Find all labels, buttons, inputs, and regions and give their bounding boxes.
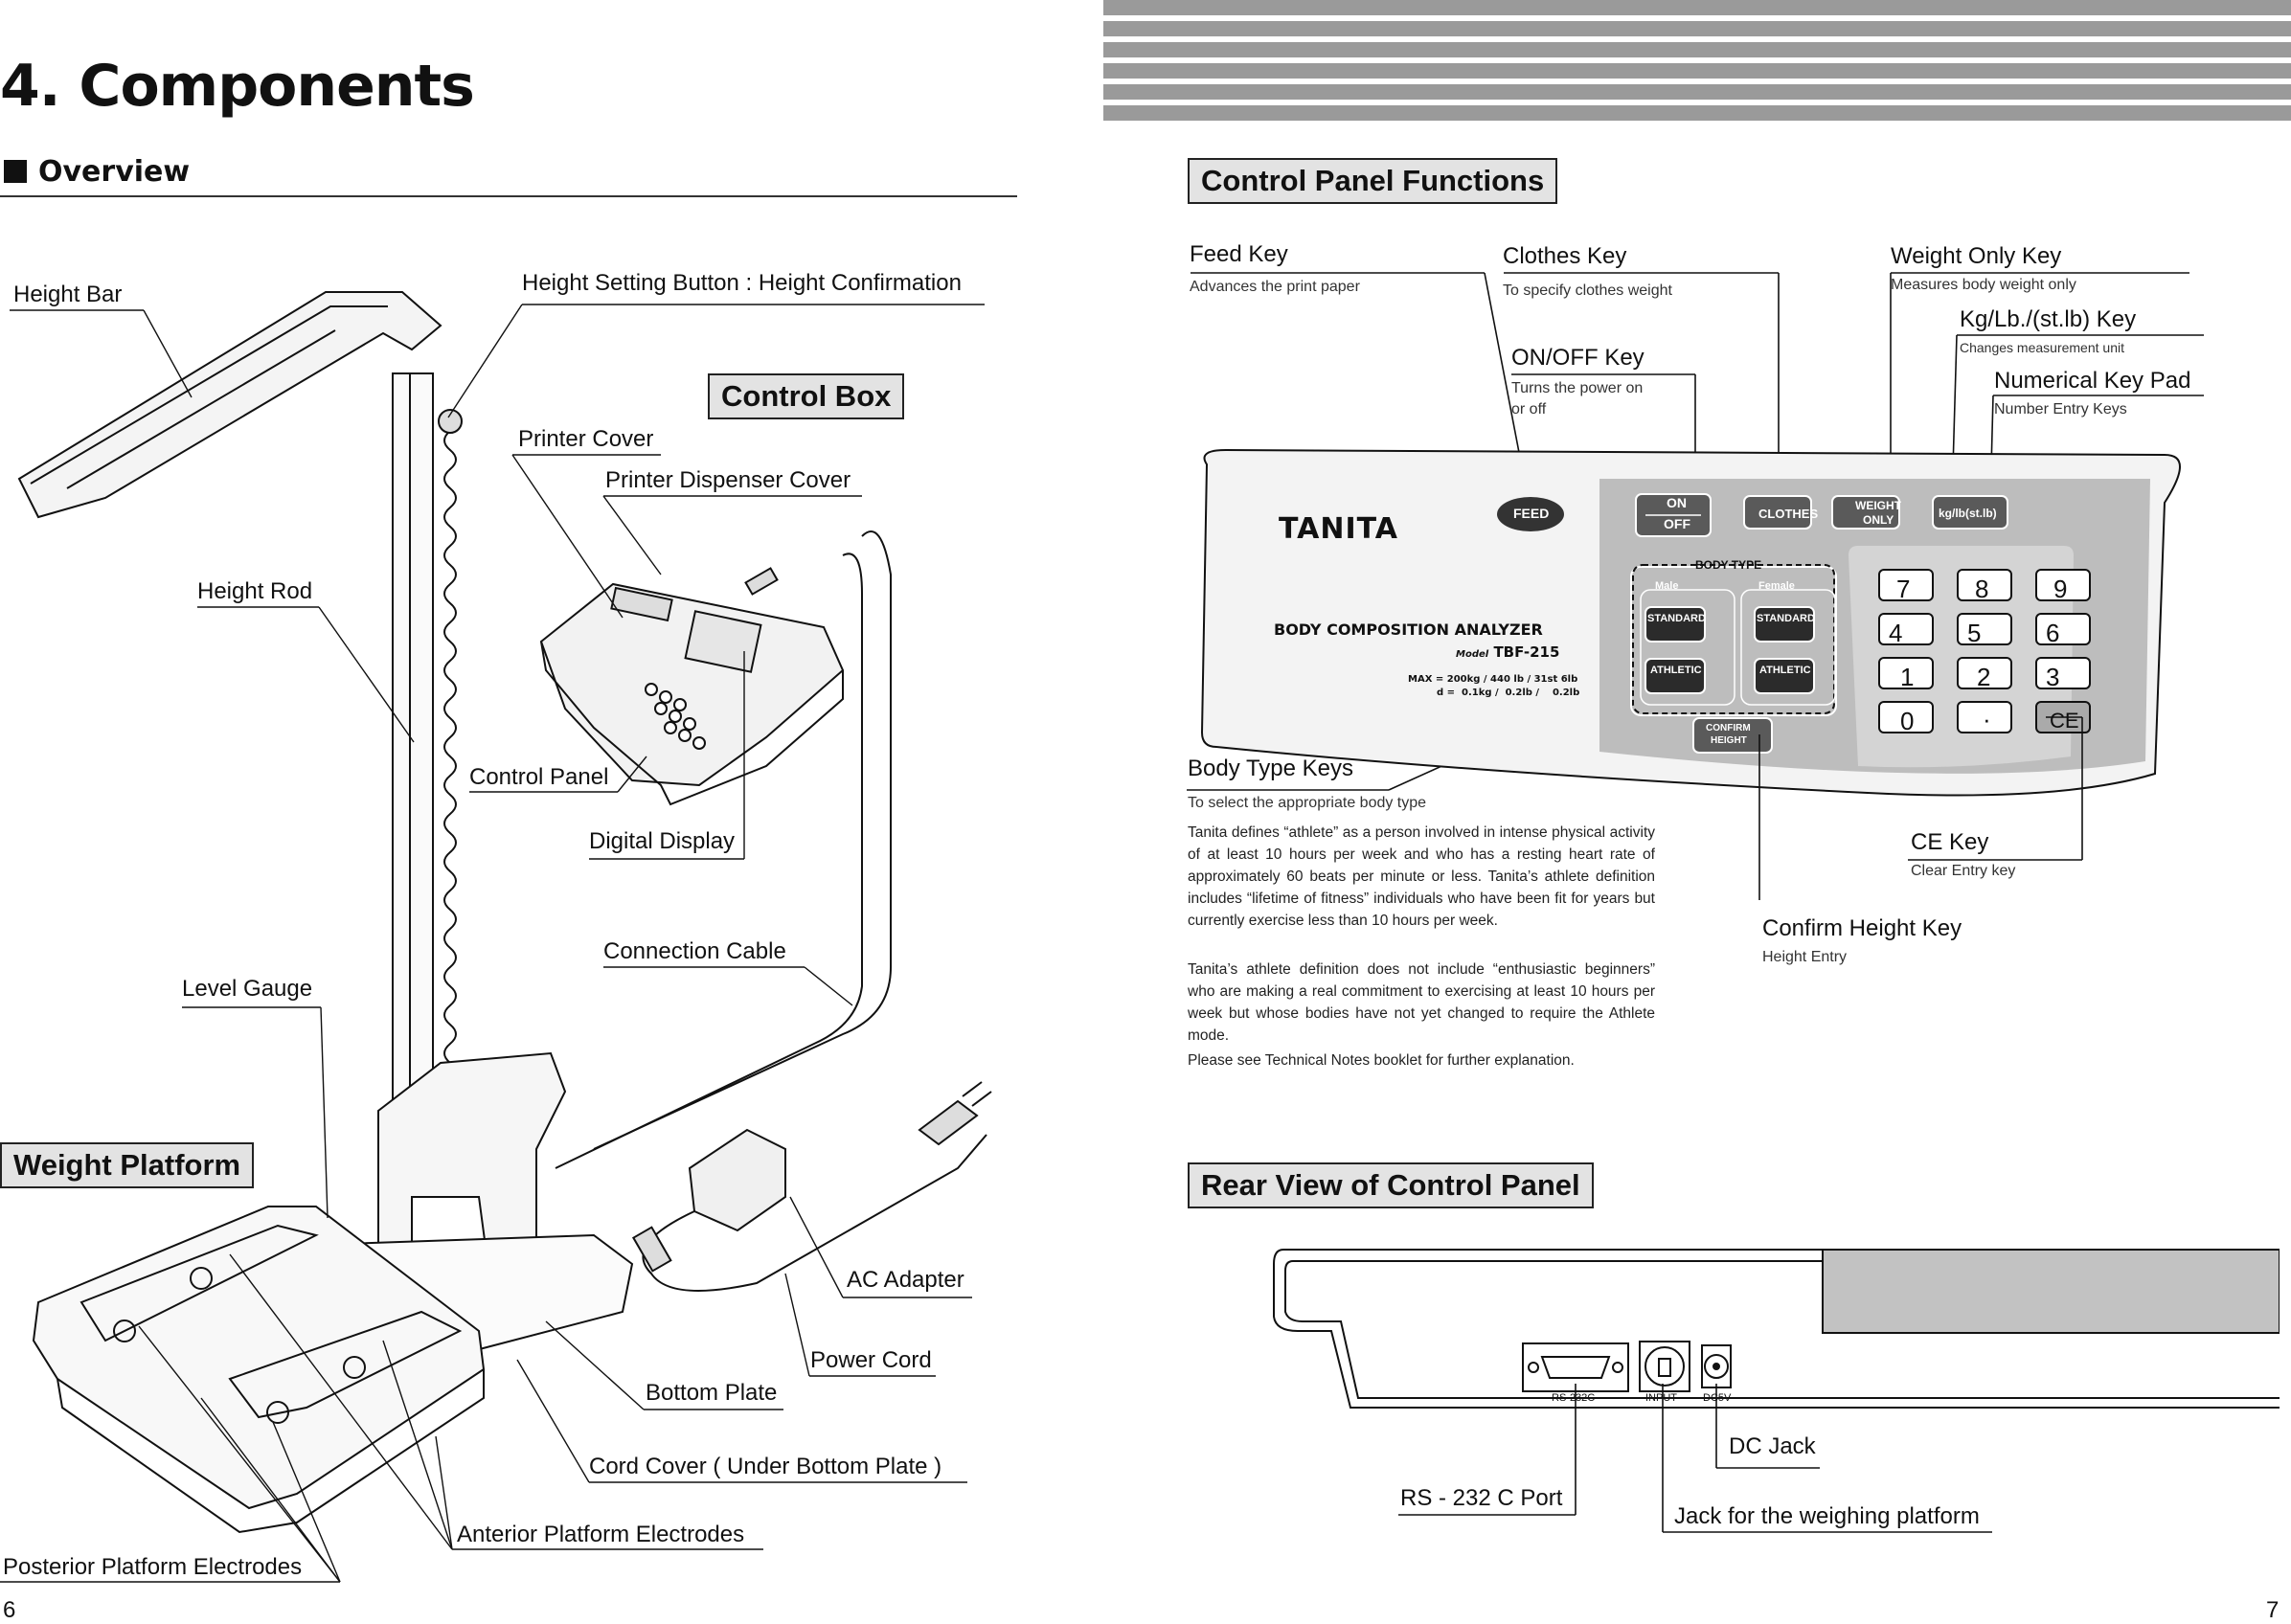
control-panel-diagram xyxy=(1187,272,2204,900)
overview-label: Overview xyxy=(38,155,191,189)
brand-logo: TANITA xyxy=(1279,512,1398,546)
desc-confirm-height-key: Height Entry xyxy=(1762,949,1848,965)
male-label: Male xyxy=(1655,580,1679,592)
key-3[interactable]: 3 xyxy=(2046,663,2060,691)
weight-only-button-line2[interactable]: ONLY xyxy=(1863,513,1894,527)
label-dc-jack[interactable]: DC Jack xyxy=(1729,1433,1816,1459)
label-power-cord: Power Cord xyxy=(810,1347,932,1373)
panel-model: Model TBF-215 xyxy=(1456,643,1559,661)
desc-feed-key: Advances the print paper xyxy=(1190,279,1360,295)
page-number-right: 7 xyxy=(2266,1597,2280,1623)
label-ce-key: CE Key xyxy=(1911,829,1989,855)
off-button-label[interactable]: OFF xyxy=(1664,516,1690,531)
divider xyxy=(0,195,1017,197)
header-stripes xyxy=(1103,0,2291,126)
weight-only-button-line1[interactable]: WEIGHT xyxy=(1855,499,1901,512)
label-control-panel: Control Panel xyxy=(469,764,609,790)
label-clothes-key: Clothes Key xyxy=(1503,243,1627,269)
male-standard-button[interactable]: STANDARD xyxy=(1647,613,1706,624)
desc-numerical-key-pad: Number Entry Keys xyxy=(1994,401,2127,417)
label-platform-jack[interactable]: Jack for the weighing platform xyxy=(1674,1503,1980,1529)
label-confirm-height-key: Confirm Height Key xyxy=(1762,915,1962,941)
label-digital-display: Digital Display xyxy=(589,828,736,854)
desc-onoff-key: Turns the power on or off xyxy=(1511,380,1644,417)
section-heading-control-panel-functions: Control Panel Functions xyxy=(1188,158,1558,204)
athlete-definition-paragraph: Tanita defines “athlete” as a person inv… xyxy=(1188,824,1655,929)
label-body-type-keys: Body Type Keys xyxy=(1188,756,1353,781)
label-posterior-platform-electrodes: Posterior Platform Electrodes xyxy=(3,1554,303,1580)
key-8[interactable]: 8 xyxy=(1975,575,1989,603)
confirm-height-button-line2[interactable]: HEIGHT xyxy=(1711,735,1747,746)
box-label-weight-platform: Weight Platform xyxy=(0,1142,255,1188)
body-type-heading: BODY TYPE xyxy=(1695,558,1762,572)
desc-clothes-key: To specify clothes weight xyxy=(1503,282,1672,299)
label-ac-adapter: AC Adapter xyxy=(847,1267,964,1293)
label-connection-cable: Connection Cable xyxy=(603,938,786,964)
key-ce[interactable]: CE xyxy=(2050,709,2079,733)
technical-notes-note: Please see Technical Notes booklet for f… xyxy=(1188,1052,1575,1069)
label-height-bar: Height Bar xyxy=(13,282,123,307)
panel-product-name: BODY COMPOSITION ANALYZER xyxy=(1274,620,1543,639)
label-bottom-plate: Bottom Plate xyxy=(646,1380,778,1406)
unit-button[interactable]: kg/lb(st.lb) xyxy=(1939,507,1997,520)
key-4[interactable]: 4 xyxy=(1889,619,1903,647)
feed-button[interactable]: FEED xyxy=(1513,506,1550,521)
desc-weight-only-key: Measures body weight only xyxy=(1891,277,2076,293)
male-athletic-button[interactable]: ATHLETIC xyxy=(1650,665,1702,676)
page-number-left: 6 xyxy=(3,1597,16,1623)
panel-model-prefix: Model xyxy=(1456,649,1489,660)
label-numerical-key-pad: Numerical Key Pad xyxy=(1994,368,2191,394)
label-height-rod: Height Rod xyxy=(197,578,313,604)
page-title: 4. Components xyxy=(0,53,475,120)
female-athletic-button[interactable]: ATHLETIC xyxy=(1759,665,1811,676)
female-label: Female xyxy=(1758,580,1795,592)
confirm-height-button-line1[interactable]: CONFIRM xyxy=(1706,723,1751,733)
panel-model-number: TBF-215 xyxy=(1493,643,1560,661)
section-heading-rear-view: Rear View of Control Panel xyxy=(1188,1162,1594,1208)
label-height-setting-button: Height Setting Button : Height Confirmat… xyxy=(522,270,962,296)
square-bullet-icon xyxy=(4,160,27,183)
label-anterior-platform-electrodes: Anterior Platform Electrodes xyxy=(457,1522,745,1547)
on-button-label[interactable]: ON xyxy=(1667,495,1687,510)
key-5[interactable]: 5 xyxy=(1967,619,1982,647)
port-label-input: INPUT xyxy=(1645,1392,1677,1404)
label-feed-key: Feed Key xyxy=(1190,241,1288,267)
desc-unit-key: Changes measurement unit xyxy=(1960,340,2124,355)
desc-ce-key: Clear Entry key xyxy=(1911,863,2016,879)
label-printer-cover: Printer Cover xyxy=(518,426,654,452)
label-weight-only-key: Weight Only Key xyxy=(1891,243,2062,269)
port-label-dc5v: DC5V xyxy=(1703,1392,1732,1404)
key-0[interactable]: 0 xyxy=(1900,707,1915,735)
key-1[interactable]: 1 xyxy=(1900,663,1915,691)
key-dot[interactable]: · xyxy=(1983,705,1991,733)
clothes-button[interactable]: CLOTHES xyxy=(1758,507,1819,521)
label-unit-key: Kg/Lb./(st.lb) Key xyxy=(1960,306,2137,332)
box-label-control-box: Control Box xyxy=(708,373,905,419)
rear-panel-diagram xyxy=(1273,1249,2280,1533)
key-7[interactable]: 7 xyxy=(1896,575,1911,603)
label-onoff-key: ON/OFF Key xyxy=(1511,345,1645,371)
key-6[interactable]: 6 xyxy=(2046,619,2060,647)
section-heading-overview: Overview xyxy=(4,155,190,189)
label-cord-cover: Cord Cover ( Under Bottom Plate ) xyxy=(589,1454,942,1479)
panel-spec-d: d = 0.1kg / 0.2lb / 0.2lb xyxy=(1437,688,1580,698)
key-2[interactable]: 2 xyxy=(1977,663,1991,691)
label-rs232c-port[interactable]: RS - 232 C Port xyxy=(1400,1485,1563,1511)
desc-body-type-keys: To select the appropriate body type xyxy=(1188,795,1427,811)
panel-spec-max: MAX = 200kg / 440 lb / 31st 6lb xyxy=(1408,674,1578,685)
port-label-rs232c: RS-232C xyxy=(1552,1392,1596,1404)
device-illustration xyxy=(0,291,992,1583)
label-level-gauge: Level Gauge xyxy=(182,976,313,1002)
female-standard-button[interactable]: STANDARD xyxy=(1757,613,1815,624)
athlete-exclusion-paragraph: Tanita’s athlete definition does not inc… xyxy=(1188,961,1655,1044)
label-printer-dispenser-cover: Printer Dispenser Cover xyxy=(605,467,851,493)
key-9[interactable]: 9 xyxy=(2053,575,2068,603)
